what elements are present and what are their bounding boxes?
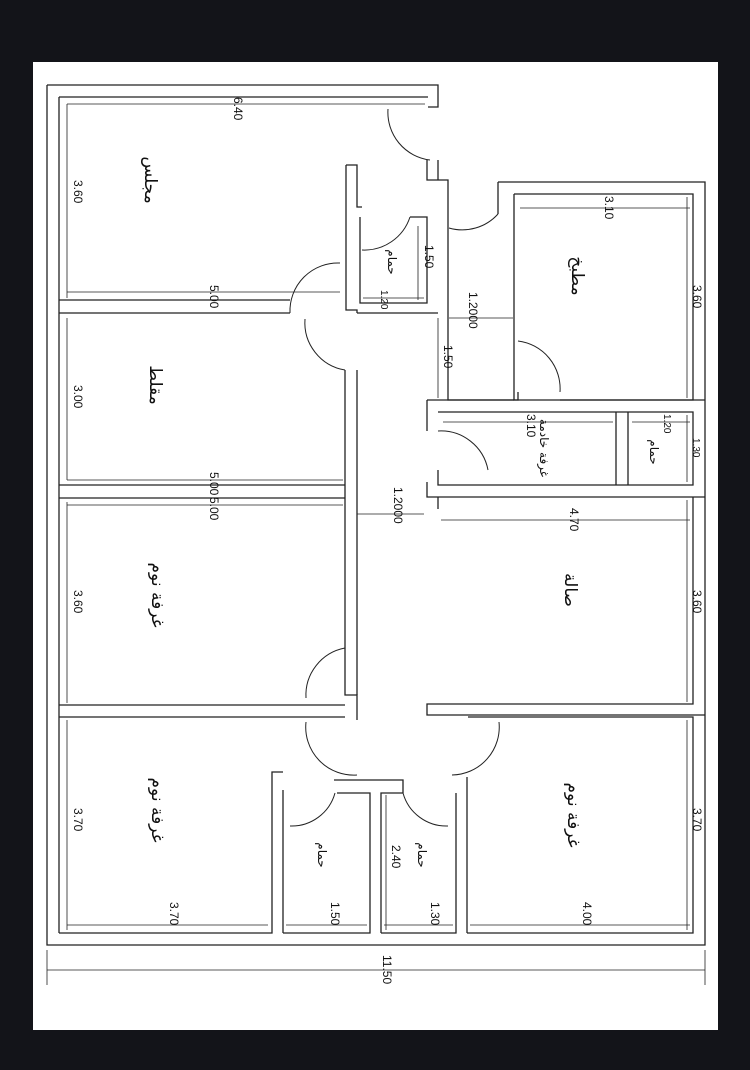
walls <box>46 84 706 946</box>
dim-majlis-width: 6.40 <box>231 97 245 121</box>
label-living-side: مقلط <box>145 365 165 404</box>
dim-bath-top-width: 1.20 <box>378 290 389 310</box>
doors <box>289 108 561 827</box>
dim-corridor-length-top: 1.50 <box>441 345 455 369</box>
dim-bedroom-2-height: 3.70 <box>71 808 85 832</box>
dim-bath-b1-width: 1.50 <box>328 902 342 926</box>
dim-majlis-inner-width: 5.00 <box>207 285 221 309</box>
label-bath-b1: حمام <box>315 842 329 867</box>
dim-living-side-width: 5.00 <box>207 472 221 496</box>
label-bath-b2: حمام <box>415 842 429 867</box>
dim-maid-bath-width: 1.20 <box>661 414 672 434</box>
dim-maid-bath-height: 1.30 <box>690 438 701 458</box>
dim-bedroom-3-height: 3.70 <box>690 808 704 832</box>
dim-bath-b2-width: 1.30 <box>428 902 442 926</box>
dim-bedroom-2-width: 3.70 <box>167 902 181 926</box>
label-bath-top: حمام <box>385 249 399 274</box>
dim-corridor-width-top: 1.2000 <box>466 292 480 329</box>
label-bedroom-3: غرفة نوم <box>563 783 583 848</box>
dim-maid-room-width: 3.10 <box>524 414 538 438</box>
label-maid-bath: حمام <box>647 439 661 464</box>
label-hall: صالة <box>560 573 580 607</box>
dim-bedroom-1-height: 3.60 <box>71 590 85 614</box>
dim-bath-b2-height: 2.40 <box>389 845 403 869</box>
label-kitchen: مطبخ <box>567 256 587 295</box>
dim-corridor-width-mid: 1.2000 <box>391 487 405 524</box>
room-labels: مجلس حمام مطبخ مقلط غرفة خادمة حمام غرفة… <box>140 156 661 867</box>
dim-hall-height: 3.60 <box>690 590 704 614</box>
floor-plan-sheet: 6.40 3.60 5.00 1.50 1.20 1.2000 1.50 3.1… <box>33 62 718 1030</box>
dim-living-side-height: 3.00 <box>71 385 85 409</box>
label-bedroom-1: غرفة نوم <box>147 563 167 628</box>
dim-bath-top-height: 1.50 <box>422 245 436 269</box>
dim-overall-width: 11.50 <box>380 955 394 984</box>
dim-kitchen-width: 3.10 <box>602 196 616 220</box>
label-majlis: مجلس <box>140 156 160 203</box>
dim-bedroom-1-width: 5.00 <box>207 497 221 521</box>
dimension-lines <box>46 103 706 985</box>
dim-hall-width: 4.70 <box>567 508 581 532</box>
dim-bedroom-3-width: 4.00 <box>580 902 594 926</box>
dimension-labels: 6.40 3.60 5.00 1.50 1.20 1.2000 1.50 3.1… <box>71 97 704 984</box>
dim-majlis-height: 3.60 <box>71 180 85 204</box>
label-maid-room: غرفة خادمة <box>536 419 551 477</box>
label-bedroom-2: غرفة نوم <box>147 778 167 843</box>
floor-plan: 6.40 3.60 5.00 1.50 1.20 1.2000 1.50 3.1… <box>46 84 706 985</box>
dim-kitchen-height: 3.60 <box>690 285 704 309</box>
